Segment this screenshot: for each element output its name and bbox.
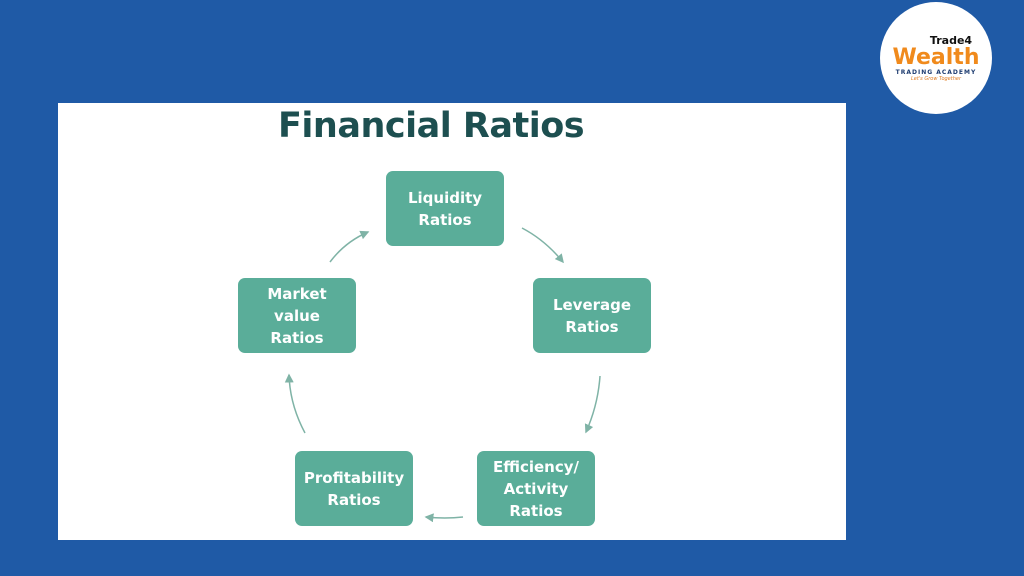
- arrow-market-to-liquidity: [329, 230, 370, 263]
- diagram-title: Financial Ratios: [278, 106, 585, 146]
- node-efficiency-ratios: Efficiency/ Activity Ratios: [477, 451, 595, 526]
- logo-line4: Let's Grow Together: [910, 76, 962, 82]
- arrow-liquidity-to-leverage: [521, 227, 564, 264]
- node-leverage-ratios: Leverage Ratios: [533, 278, 651, 353]
- logo-line2: Wealth: [892, 45, 980, 70]
- logo-line3: TRADING ACADEMY: [895, 69, 977, 76]
- arrow-leverage-to-efficiency: [584, 375, 601, 434]
- node-liquidity-ratios: Liquidity Ratios: [386, 171, 504, 246]
- arrow-efficiency-to-profitability: [424, 513, 464, 523]
- node-market-value-ratios: Market value Ratios: [238, 278, 356, 353]
- logo-line1: Trade4: [929, 34, 973, 47]
- trade4wealth-logo: Trade4 Wealth TRADING ACADEMY Let's Grow…: [880, 2, 992, 114]
- arrow-profitability-to-market: [284, 373, 306, 434]
- node-profitability-ratios: Profitability Ratios: [295, 451, 413, 526]
